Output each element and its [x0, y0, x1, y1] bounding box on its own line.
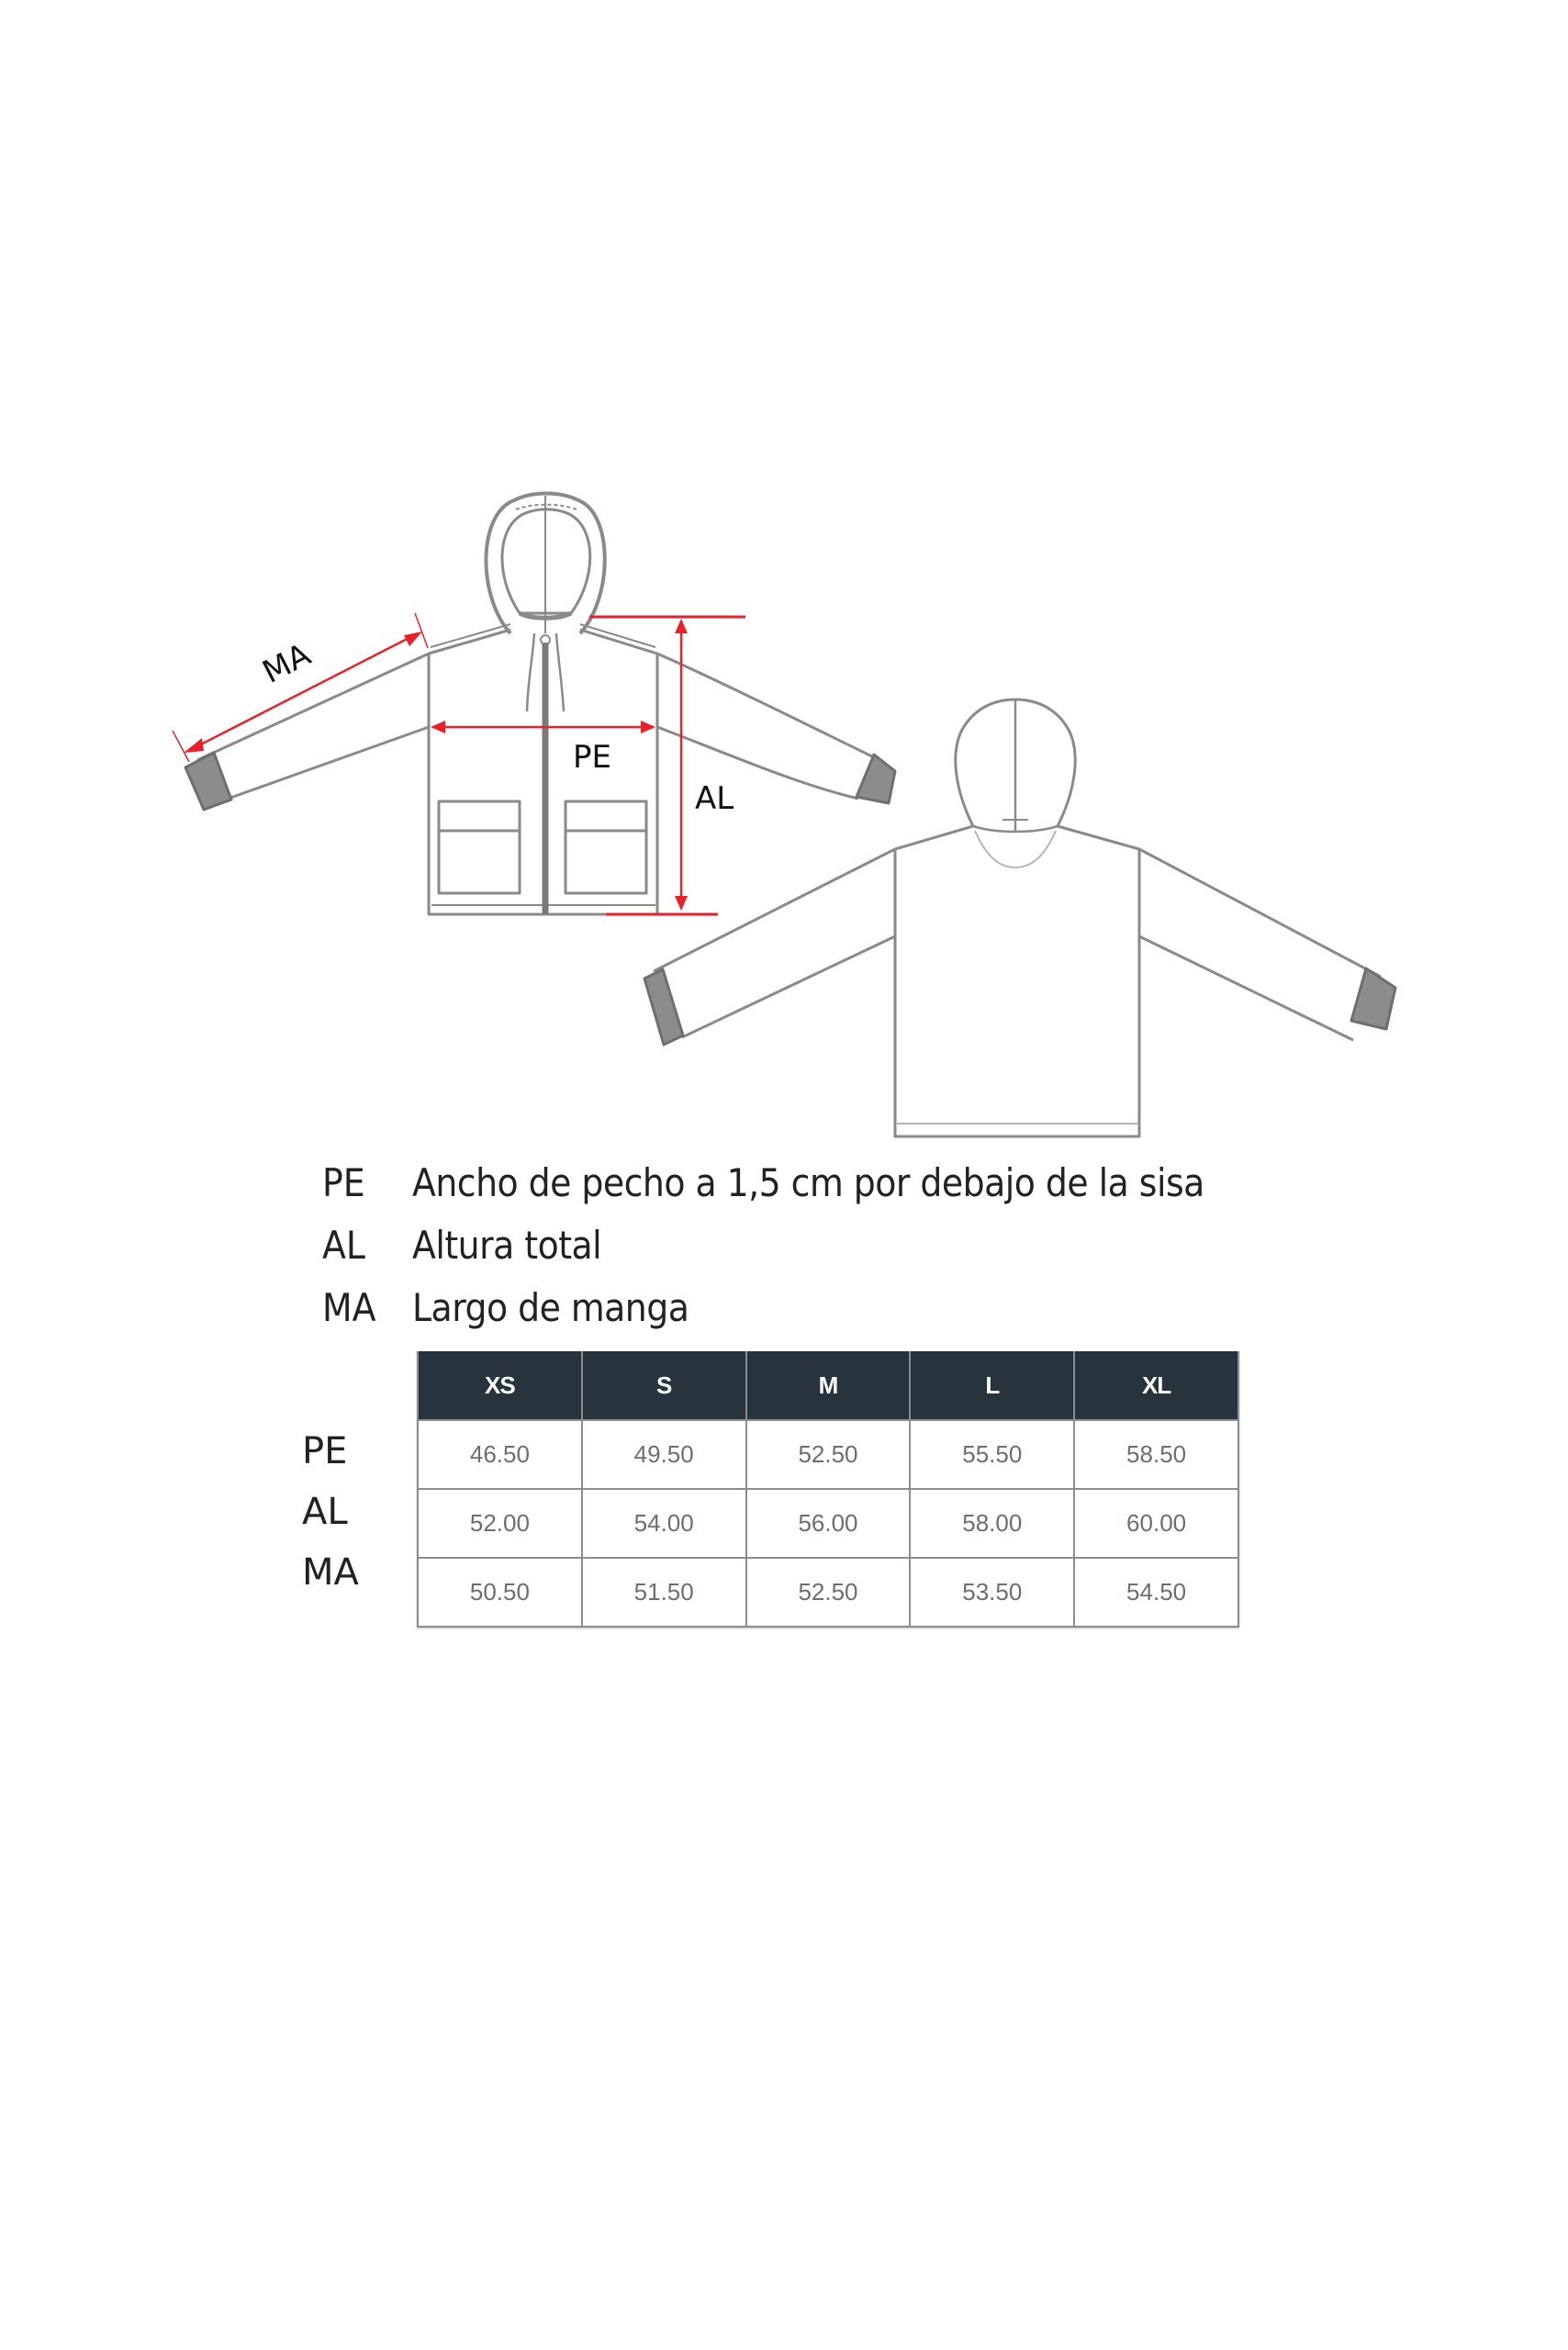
legend-description: Ancho de pecho a 1,5 cm por debajo de la… [412, 1159, 1204, 1205]
legend-code: PE [322, 1159, 365, 1205]
table-cell: 54.00 [580, 1488, 747, 1559]
size-table: XS S M L XL 46.50 49.50 52.50 55.50 58.5… [417, 1351, 1239, 1628]
legend-description: Altura total [412, 1222, 602, 1268]
legend-item-al: AL Altura total [322, 1214, 1204, 1276]
table-cell: 49.50 [580, 1419, 747, 1490]
table-cell: 55.50 [909, 1419, 1076, 1490]
column-header-s: S [580, 1351, 747, 1421]
column-header-m: M [745, 1351, 912, 1421]
table-cell: 53.50 [909, 1557, 1076, 1628]
label-pe: PE [573, 739, 611, 776]
legend-item-ma: MA Largo de manga [322, 1276, 1204, 1338]
table-row-ma: 50.50 51.50 52.50 53.50 54.50 [417, 1557, 1239, 1628]
column-header-xs: XS [417, 1351, 583, 1421]
label-al: AL [695, 780, 734, 817]
table-cell: 52.00 [417, 1488, 583, 1559]
table-cell: 50.50 [417, 1557, 583, 1628]
legend-code: AL [322, 1222, 365, 1268]
row-label-ma: MA [302, 1551, 359, 1594]
legend-code: MA [322, 1284, 376, 1330]
measurement-lines [172, 612, 745, 916]
size-table-row-labels: PE AL MA [302, 1421, 359, 1603]
legend-item-pe: PE Ancho de pecho a 1,5 cm por debajo de… [322, 1151, 1204, 1214]
measurement-legend: PE Ancho de pecho a 1,5 cm por debajo de… [322, 1151, 1204, 1338]
row-label-pe: PE [302, 1430, 348, 1472]
column-header-xl: XL [1073, 1351, 1239, 1421]
table-cell: 51.50 [580, 1557, 747, 1628]
legend-description: Largo de manga [412, 1284, 689, 1330]
table-cell: 54.50 [1073, 1557, 1239, 1628]
jacket-technical-drawing [172, 491, 1397, 1138]
table-cell: 58.50 [1073, 1419, 1239, 1490]
table-cell: 56.00 [745, 1488, 912, 1559]
column-header-l: L [909, 1351, 1076, 1421]
table-cell: 58.00 [909, 1488, 1076, 1559]
table-cell: 52.50 [745, 1557, 912, 1628]
back-jacket [643, 698, 1397, 1138]
table-cell: 46.50 [417, 1419, 583, 1490]
table-cell: 60.00 [1073, 1488, 1239, 1559]
table-row-pe: 46.50 49.50 52.50 55.50 58.50 [417, 1419, 1239, 1490]
front-jacket [184, 491, 897, 916]
table-row-al: 52.00 54.00 56.00 58.00 60.00 [417, 1488, 1239, 1559]
size-table-header: XS S M L XL [417, 1351, 1239, 1421]
row-label-al: AL [302, 1491, 348, 1533]
table-cell: 52.50 [745, 1419, 912, 1490]
